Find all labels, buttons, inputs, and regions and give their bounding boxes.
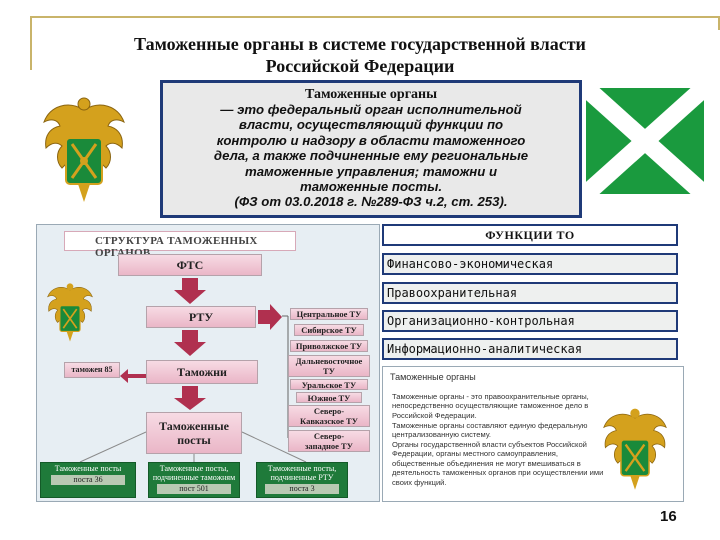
post-type-box: Таможенные посты, подчиненные РТУ поста … (256, 462, 348, 498)
region-box: Южное ТУ (296, 392, 362, 403)
function-item: Правоохранительная (382, 282, 678, 304)
function-item: Информационно-аналитическая (382, 338, 678, 360)
customs-emblem-info-icon (603, 408, 667, 490)
region-box: Дальневосточное ТУ (288, 355, 370, 377)
slide-title-line2: Российской Федерации (265, 56, 455, 76)
customs-count-box: таможен 85 (64, 362, 120, 378)
region-box: Северо-западное ТУ (288, 430, 370, 452)
frame-left-line (30, 16, 32, 70)
region-box: Уральское ТУ (290, 379, 368, 390)
definition-line: дела, а также подчиненные ему региональн… (213, 148, 529, 164)
post-type-box: Таможенные посты поста 36 (40, 462, 136, 498)
post-type-count: поста 36 (51, 475, 125, 485)
functions-heading: ФУНКЦИИ ТО (382, 224, 678, 246)
info-bullet: Таможенные органы - это правоохранительн… (392, 392, 589, 420)
post-type-count: пост 501 (157, 484, 231, 494)
definition-heading: Таможенные органы (304, 87, 438, 102)
post-type-count: поста 3 (265, 484, 339, 494)
definition-line: — это федеральный орган исполнительной (220, 102, 522, 117)
definition-line: таможенные посты. (299, 179, 443, 195)
post-type-label: Таможенные посты, подчиненные РТУ (267, 464, 337, 482)
customs-box: Таможни (146, 360, 258, 384)
slide-title-line1: Таможенные органы в системе государствен… (134, 34, 586, 54)
region-box: Сибирское ТУ (294, 324, 364, 336)
frame-top-line (30, 16, 720, 18)
definition-line: контролю и надзору в области таможенного (216, 132, 526, 148)
structure-connectors (79, 278, 307, 463)
definition-line: таможенные управления; таможни и (244, 163, 498, 179)
info-bullet: Таможенные органы составляют единую феде… (392, 420, 588, 440)
structure-title: СТРУКТУРА ТАМОЖЕННЫХ ОРГАНОВ (64, 231, 296, 259)
customs-emblem-icon (43, 97, 125, 202)
function-item: Организационно-контрольная (382, 310, 678, 332)
post-type-label: Таможенные посты (54, 464, 122, 473)
region-box: Центральное ТУ (290, 308, 368, 320)
ftc-box: ФТС (118, 254, 262, 276)
function-item: Финансово-экономическая (382, 253, 678, 275)
customs-posts-box: Таможенные посты (146, 412, 242, 454)
rtu-box: РТУ (146, 306, 256, 328)
page-number: 16 (660, 508, 677, 525)
definition-reference: (ФЗ от 03.0.2018 г. №289-ФЗ ч.2, ст. 253… (234, 194, 508, 210)
post-type-box: Таможенные посты, подчиненные таможням п… (148, 462, 240, 498)
region-box: Северо-Кавказское ТУ (288, 405, 370, 427)
info-title: Таможенные органы (390, 372, 476, 382)
post-type-label: Таможенные посты, подчиненные таможням (152, 464, 236, 482)
definition-line: власти, осуществляющий функции по (238, 117, 504, 133)
definition-box: Таможенные органы — это федеральный орга… (160, 80, 582, 218)
slide-title: Таможенные органы в системе государствен… (60, 33, 660, 77)
info-bullets: Таможенные органы - это правоохранительн… (392, 392, 606, 488)
info-bullet: Органы государственной власти субъектов … (392, 440, 604, 487)
customs-flag-icon (586, 88, 704, 194)
region-box: Приволжское ТУ (290, 340, 368, 352)
customs-emblem-small-icon (47, 283, 93, 342)
frame-corner (688, 16, 720, 30)
